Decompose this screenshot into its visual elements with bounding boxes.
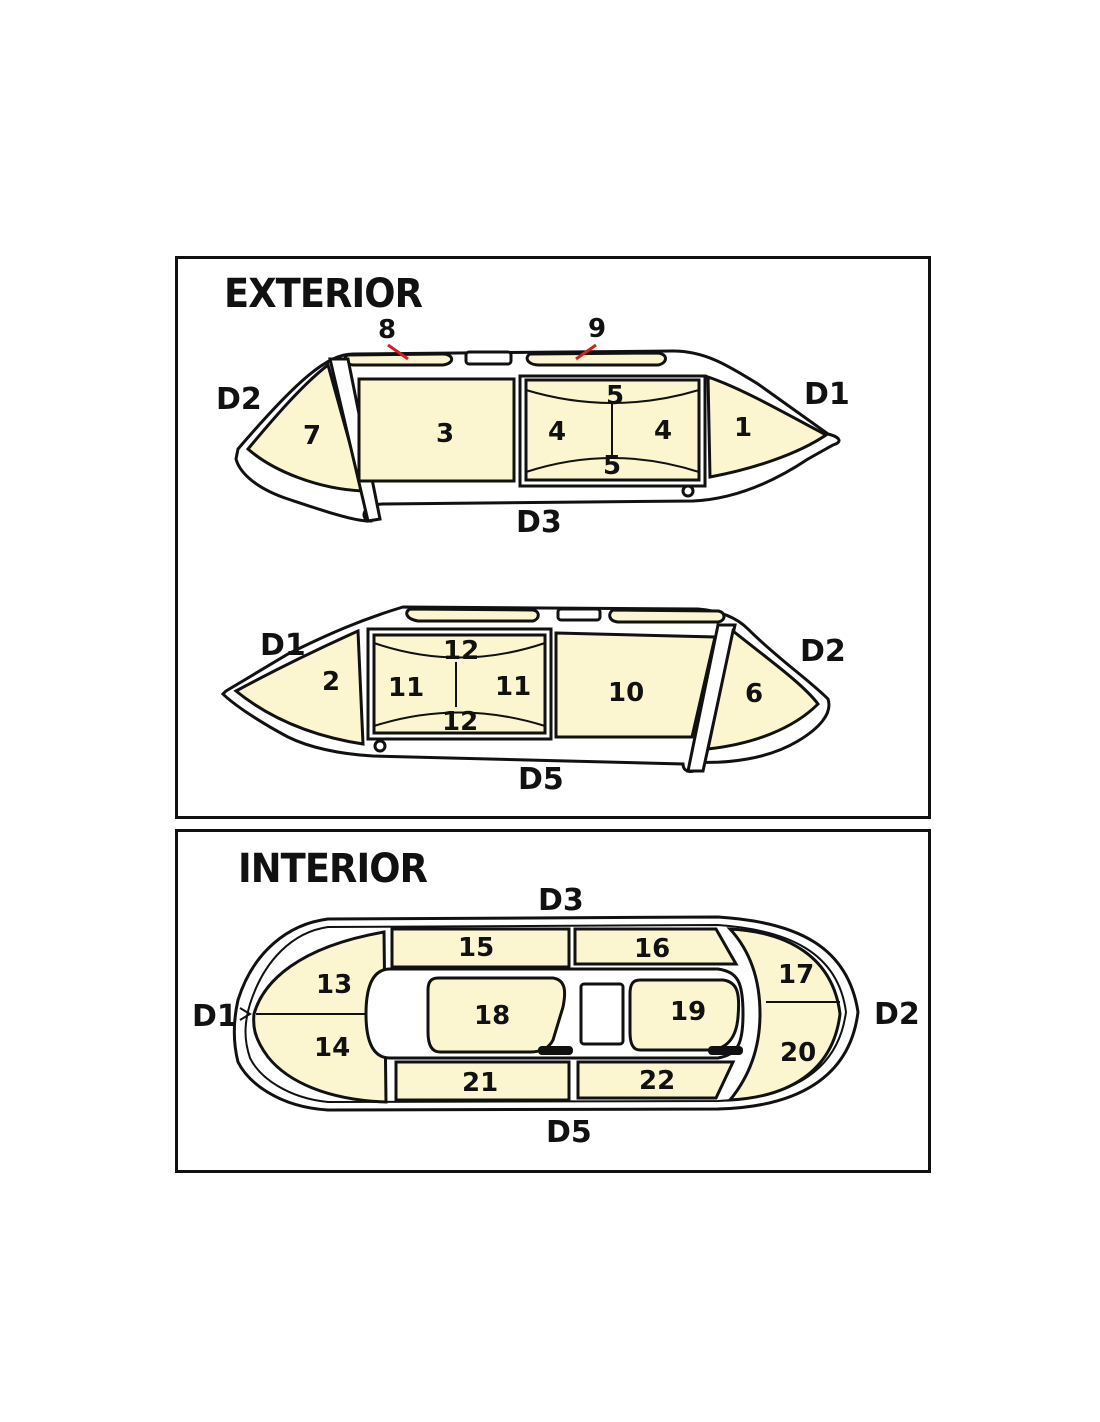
door-label-d2-top: D2 bbox=[216, 382, 262, 417]
interior-door-label-d1: D1 bbox=[192, 999, 238, 1034]
panel-22-shape bbox=[576, 1060, 736, 1100]
label-11b: 11 bbox=[495, 672, 531, 702]
exterior-diagram: 7 3 4 4 5 5 1 8 9 D2 D1 D3 bbox=[216, 314, 850, 797]
label-21: 21 bbox=[462, 1068, 498, 1098]
label-5b: 5 bbox=[603, 451, 621, 481]
label-3: 3 bbox=[436, 419, 454, 449]
interior-door-label-d2: D2 bbox=[874, 997, 920, 1032]
leader-line-9 bbox=[575, 343, 597, 361]
label-4a: 4 bbox=[548, 417, 566, 447]
panel-17-20-shape bbox=[726, 927, 842, 1102]
panel-15-shape bbox=[390, 927, 571, 969]
door-label-d1-bottom: D1 bbox=[260, 628, 306, 663]
label-18: 18 bbox=[474, 1001, 510, 1031]
exterior-panel: EXTERIOR bbox=[175, 256, 931, 819]
label-8: 8 bbox=[378, 315, 396, 345]
panel-2-shape bbox=[233, 628, 365, 746]
exterior-title: EXTERIOR bbox=[224, 271, 423, 317]
label-7: 7 bbox=[303, 421, 321, 451]
panel-12-top-curve bbox=[373, 642, 546, 659]
interior-door-label-d5: D5 bbox=[546, 1115, 592, 1150]
hinge-circle bbox=[681, 484, 695, 498]
interior-diagram: 13 14 15 16 17 18 19 20 21 22 D3 D1 D2 D… bbox=[192, 883, 920, 1150]
panel-13-14-shape bbox=[252, 930, 388, 1104]
label-12a: 12 bbox=[443, 636, 479, 666]
label-19: 19 bbox=[670, 997, 706, 1027]
center-hatch bbox=[579, 982, 625, 1046]
panel-6-shape bbox=[706, 628, 820, 751]
panel-16-shape bbox=[573, 927, 739, 966]
panel-12-bottom-curve bbox=[373, 711, 546, 727]
exterior-top-view: 7 3 4 4 5 5 1 8 9 D2 D1 D3 bbox=[216, 314, 850, 540]
panel-18-shape bbox=[426, 976, 567, 1054]
interior-panel: INTERIOR 13 14 15 16 17 18 19 bbox=[175, 829, 931, 1173]
label-12b: 12 bbox=[442, 707, 478, 737]
label-13: 13 bbox=[316, 970, 352, 1000]
door-label-d5: D5 bbox=[518, 762, 564, 797]
bottom-rail-window bbox=[556, 607, 602, 622]
label-16: 16 bbox=[634, 934, 670, 964]
label-5a: 5 bbox=[606, 381, 624, 411]
panel-1-shape bbox=[706, 374, 829, 479]
panel-8-shape bbox=[343, 352, 454, 367]
bottom-rail-pad-1 bbox=[405, 607, 540, 623]
label-17: 17 bbox=[778, 960, 814, 990]
panel-10-shape bbox=[554, 631, 717, 739]
label-11a: 11 bbox=[388, 673, 424, 703]
label-2: 2 bbox=[322, 667, 340, 697]
label-20: 20 bbox=[780, 1038, 816, 1068]
leader-line-8 bbox=[387, 343, 409, 361]
interior-hull-inner bbox=[244, 923, 848, 1104]
panel-21-shape bbox=[394, 1060, 571, 1102]
door-label-d3: D3 bbox=[516, 505, 562, 540]
panel-9-shape bbox=[525, 351, 667, 367]
bottom-view-pillar bbox=[686, 623, 737, 773]
door-label-d1-top: D1 bbox=[804, 377, 850, 412]
label-22: 22 bbox=[639, 1066, 675, 1096]
d1-latch-icon bbox=[239, 1007, 252, 1021]
label-9: 9 bbox=[588, 314, 606, 344]
rail-window bbox=[464, 350, 513, 366]
label-6: 6 bbox=[745, 679, 763, 709]
bottom-hinge-circle bbox=[373, 739, 387, 753]
interior-door-label-d3: D3 bbox=[538, 883, 584, 918]
panel-3-shape bbox=[357, 377, 516, 483]
panel-7-shape bbox=[245, 362, 365, 493]
door-label-d2-bottom: D2 bbox=[800, 634, 846, 669]
label-4b: 4 bbox=[654, 416, 672, 446]
bottom-rail-pad-2 bbox=[608, 608, 726, 624]
label-15: 15 bbox=[458, 933, 494, 963]
panel-5-top-curve bbox=[525, 389, 700, 404]
exterior-bottom-view: 2 12 11 11 12 10 6 D1 D2 D5 bbox=[220, 605, 846, 797]
label-10: 10 bbox=[608, 678, 644, 708]
handle-right bbox=[708, 1046, 743, 1055]
label-14: 14 bbox=[314, 1033, 350, 1063]
handle-left bbox=[538, 1046, 573, 1055]
panel-19-shape bbox=[628, 978, 741, 1052]
interior-title: INTERIOR bbox=[238, 846, 428, 892]
panel-5-bottom-curve bbox=[525, 457, 700, 473]
label-1: 1 bbox=[734, 413, 752, 443]
